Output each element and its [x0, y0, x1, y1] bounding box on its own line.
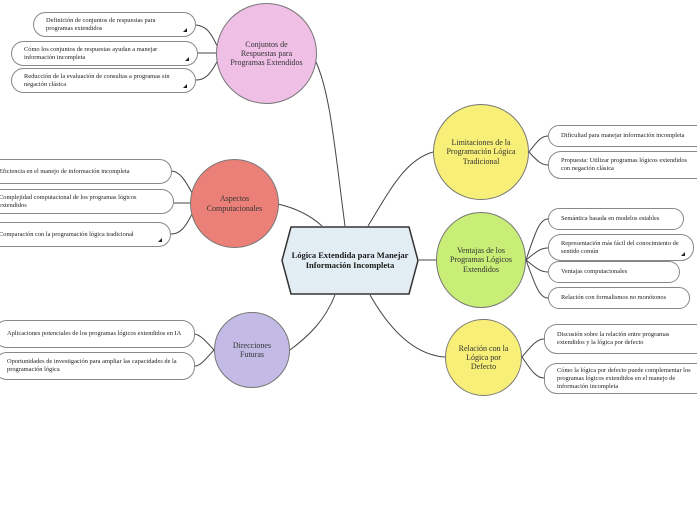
conn-center-direcciones: [289, 294, 336, 351]
subtopic-text: Aplicaciones potenciales de los programa…: [7, 330, 182, 337]
expand-triangle-icon[interactable]: [681, 252, 685, 256]
subtopic-text: Eficiencia en el manejo de información i…: [0, 167, 130, 175]
central-topic-label: Lógica Extendida para Manejar Informació…: [291, 249, 409, 270]
subtopic-ventajas-4[interactable]: Relación con formalismos no monótonos: [548, 287, 690, 309]
subtopic-aspectos-3[interactable]: Comparación con la programación lógica t…: [0, 222, 171, 247]
subtopic-text: Ventajas computacionales: [561, 268, 628, 275]
subtopic-ventajas-2[interactable]: Representación más fácil del conocimient…: [548, 234, 694, 261]
conn-aspectos-1: [171, 170, 193, 194]
subtopic-limitaciones-2[interactable]: Propuesta: Utilizar programas lógicos ex…: [548, 151, 697, 179]
topic-relacion[interactable]: Relación con la Lógica por Defecto: [445, 319, 522, 396]
conn-aspectos-3: [170, 213, 193, 235]
topic-relacion-label: Relación con la Lógica por Defecto: [458, 343, 509, 372]
subtopic-text: Reducción de la evaluación de consultas …: [24, 72, 170, 88]
expand-triangle-icon[interactable]: [158, 238, 162, 242]
expand-triangle-icon[interactable]: [183, 28, 187, 32]
topic-ventajas-label: Ventajas de los Programas Lógicos Extend…: [450, 246, 512, 274]
conn-direcciones-1: [194, 333, 215, 351]
central-topic-shape: [281, 226, 419, 295]
subtopic-text: Semántica basada en modelos estables: [561, 215, 660, 222]
topic-limitaciones[interactable]: Limitaciones de la Programación Lógica T…: [433, 104, 529, 200]
subtopic-relacion-2[interactable]: Cómo la lógica por defecto puede complem…: [544, 363, 697, 394]
subtopic-aspectos-2[interactable]: Complejidad computacional de los program…: [0, 189, 174, 214]
expand-triangle-icon[interactable]: [183, 84, 187, 88]
conn-center-relacion: [369, 294, 446, 358]
subtopic-aspectos-1[interactable]: Eficiencia en el manejo de información i…: [0, 159, 172, 184]
subtopic-text: Relación con formalismos no monótonos: [561, 294, 667, 301]
topic-aspectos[interactable]: Aspectos Computacionales: [190, 159, 279, 248]
topic-conjuntos-label: Conjuntos de Respuestas para Programas E…: [230, 39, 303, 68]
conn-conjuntos-1: [195, 24, 219, 49]
subtopic-text: Dificultad para manejar información inco…: [561, 132, 685, 139]
central-topic[interactable]: Lógica Extendida para Manejar Informació…: [281, 226, 419, 295]
subtopic-text: Representación más fácil del conocimient…: [561, 239, 679, 255]
topic-direcciones-label: Direcciones Futuras: [232, 340, 272, 359]
subtopic-ventajas-1[interactable]: Semántica basada en modelos estables: [548, 208, 684, 230]
subtopic-conjuntos-2[interactable]: Cómo los conjuntos de respuestas ayudan …: [11, 41, 198, 66]
conn-center-conjuntos: [314, 59, 346, 227]
expand-triangle-icon[interactable]: [185, 57, 189, 61]
topic-ventajas[interactable]: Ventajas de los Programas Lógicos Extend…: [436, 212, 526, 308]
conn-center-limitaciones: [367, 151, 434, 227]
topic-limitaciones-label: Limitaciones de la Programación Lógica T…: [446, 138, 516, 166]
conn-ventajas-4: [525, 259, 549, 299]
conn-ventajas-1: [525, 218, 549, 261]
topic-aspectos-label: Aspectos Computacionales: [206, 194, 263, 213]
subtopic-direcciones-2[interactable]: Oportunidades de investigación para ampl…: [0, 352, 195, 380]
subtopic-text: Comparación con la programación lógica t…: [0, 230, 134, 238]
subtopic-relacion-1[interactable]: Discusión sobre la relación entre progra…: [544, 324, 697, 354]
subtopic-text: Oportunidades de investigación para ampl…: [7, 358, 177, 373]
conn-center-aspectos: [277, 203, 323, 227]
subtopic-text: Propuesta: Utilizar programas lógicos ex…: [561, 157, 688, 172]
subtopic-direcciones-1[interactable]: Aplicaciones potenciales de los programa…: [0, 320, 195, 348]
topic-conjuntos[interactable]: Conjuntos de Respuestas para Programas E…: [216, 3, 317, 104]
subtopic-text: Complejidad computacional de los program…: [0, 193, 137, 209]
conn-relacion-2: [521, 356, 545, 379]
subtopic-text: Definición de conjuntos de respuestas pa…: [46, 16, 156, 32]
conn-limitaciones-1: [528, 135, 549, 153]
conn-conjuntos-3: [195, 59, 219, 81]
conn-relacion-1: [521, 338, 545, 358]
subtopic-conjuntos-3[interactable]: Reducción de la evaluación de consultas …: [11, 68, 196, 93]
conn-ventajas-3: [525, 259, 549, 273]
subtopic-ventajas-3[interactable]: Ventajas computacionales: [548, 261, 680, 283]
conn-limitaciones-2: [528, 151, 549, 166]
subtopic-limitaciones-1[interactable]: Dificultad para manejar información inco…: [548, 125, 697, 147]
subtopic-text: Cómo la lógica por defecto puede complem…: [557, 366, 691, 390]
subtopic-text: Discusión sobre la relación entre progra…: [557, 331, 670, 346]
conn-ventajas-2: [525, 247, 549, 261]
topic-direcciones[interactable]: Direcciones Futuras: [214, 312, 290, 388]
subtopic-conjuntos-1[interactable]: Definición de conjuntos de respuestas pa…: [33, 12, 196, 37]
conn-direcciones-2: [194, 349, 215, 367]
subtopic-text: Cómo los conjuntos de respuestas ayudan …: [24, 45, 158, 61]
